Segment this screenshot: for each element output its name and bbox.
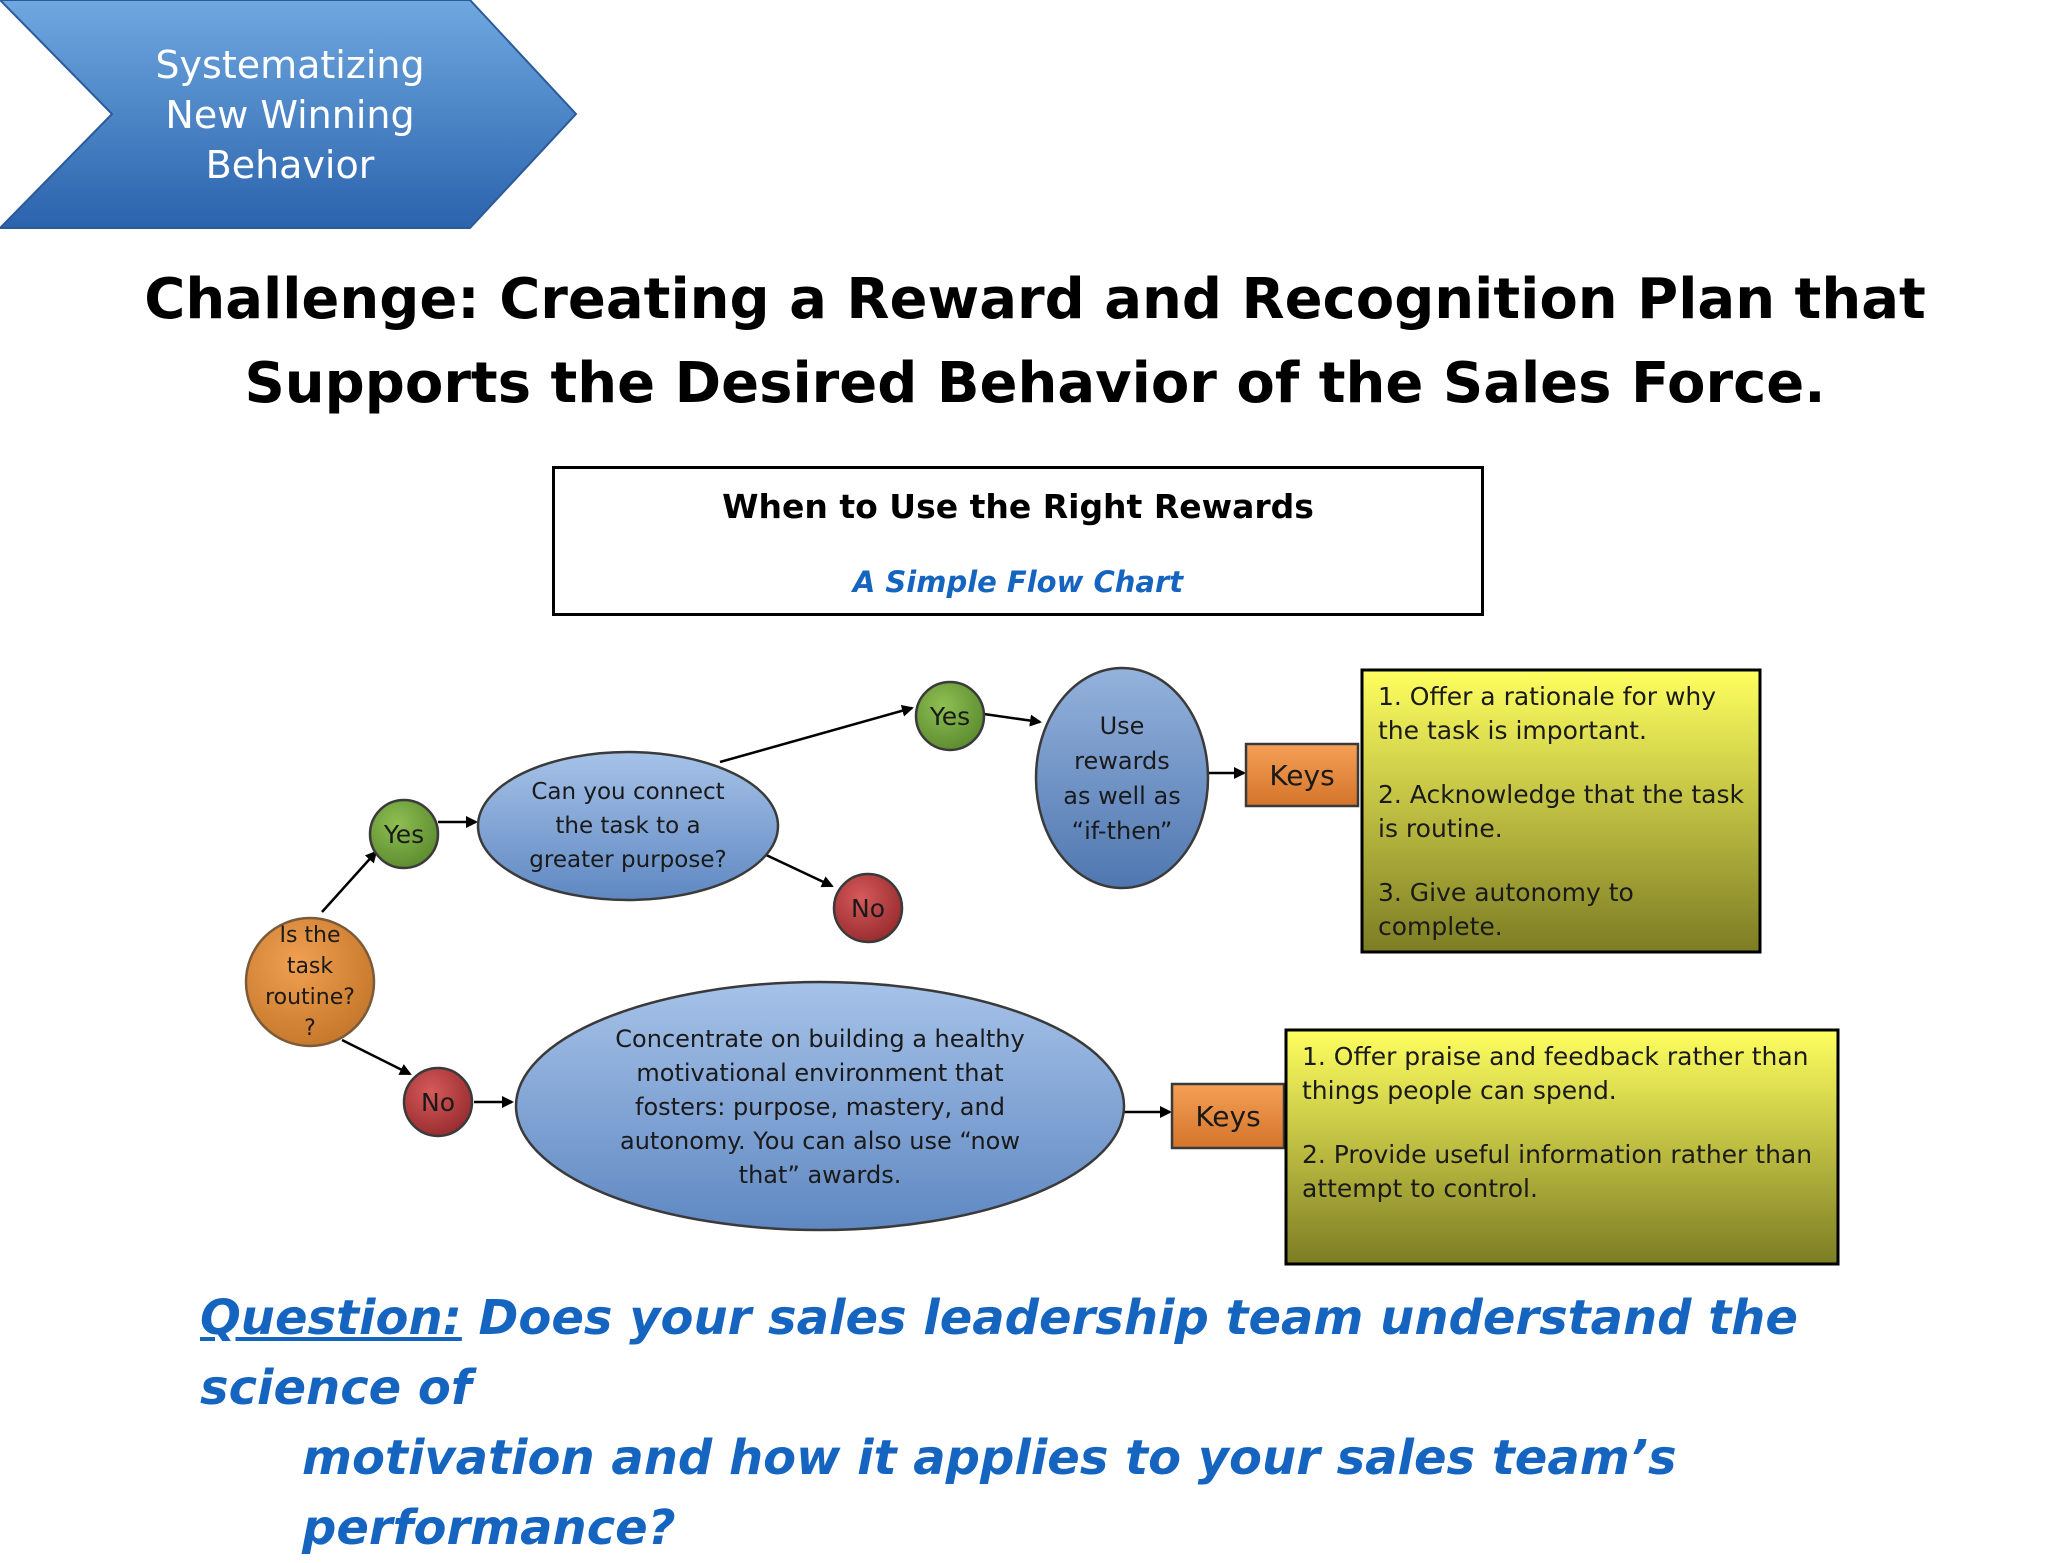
no-node-1 <box>832 872 904 944</box>
keys-note-2 <box>1284 1028 1840 1266</box>
question-text: Question: Does your sales leadership tea… <box>200 1283 1900 1563</box>
connect-node <box>476 750 780 902</box>
question-line-1: Question: Does your sales leadership tea… <box>200 1283 1900 1423</box>
keys-2-list: 1. Offer praise and feedback rather than… <box>1302 1040 1822 1236</box>
arrow-start-to-no <box>341 1038 412 1076</box>
use-rewards-label: Use rewards as well as “if-then” <box>1063 712 1181 845</box>
banner-text: Systematizing New Winning Behavior <box>110 40 470 190</box>
start-node <box>244 916 376 1048</box>
chart-header-box: When to Use the Right Rewards A Simple F… <box>552 466 1484 616</box>
keys-1-label: Keys <box>1269 758 1335 792</box>
question-line-1-text: Does your sales leadership team understa… <box>200 1290 1798 1416</box>
keys-box-2 <box>1170 1082 1286 1150</box>
arrow-start-to-yes <box>321 850 378 913</box>
no-node-2-label: No <box>421 1087 455 1117</box>
concentrate-label: Concentrate on building a healthy motiva… <box>615 1025 1025 1189</box>
keys-2-item-2: 2. Provide useful information rather tha… <box>1302 1140 1813 1203</box>
banner-arrow <box>0 0 578 229</box>
banner-line-2: New Winning <box>165 93 415 137</box>
title-line-1: Challenge: Creating a Reward and Recogni… <box>144 267 1926 332</box>
question-line-2: motivation and how it applies to your sa… <box>200 1423 1900 1563</box>
no-node-1-label: No <box>851 893 885 923</box>
keys-note-1 <box>1360 668 1762 954</box>
arrow-connect-to-yes <box>719 704 914 764</box>
banner-line-3: Behavior <box>205 143 375 187</box>
chart-box-subtitle: A Simple Flow Chart <box>852 565 1184 599</box>
start-node-label: Is the task routine? ? <box>265 923 355 1041</box>
keys-box-1 <box>1244 742 1360 808</box>
yes-node-1 <box>368 798 440 870</box>
yes-node-2-label: Yes <box>929 701 971 731</box>
arrow-yes-to-rewards <box>983 712 1042 727</box>
question-label: Question: <box>200 1290 462 1346</box>
no-node-2 <box>402 1066 474 1138</box>
keys-2-item-1: 1. Offer praise and feedback rather than… <box>1302 1042 1809 1105</box>
use-rewards-node <box>1034 666 1210 890</box>
page-title: Challenge: Creating a Reward and Recogni… <box>100 258 1970 426</box>
concentrate-node <box>514 980 1126 1232</box>
title-line-2: Supports the Desired Behavior of the Sal… <box>244 351 1826 416</box>
keys-1-list: 1. Offer a rationale for why the task is… <box>1378 680 1748 974</box>
yes-node-2 <box>914 680 986 752</box>
connect-node-label: Can you connect the task to a greater pu… <box>529 779 727 873</box>
chart-box-title: When to Use the Right Rewards <box>722 487 1314 526</box>
keys-1-item-2: 2. Acknowledge that the task is routine. <box>1378 780 1744 843</box>
yes-node-1-label: Yes <box>383 819 425 849</box>
keys-2-label: Keys <box>1195 1099 1261 1133</box>
arrow-connect-to-no <box>763 852 834 888</box>
keys-1-item-3: 3. Give autonomy to complete. <box>1378 878 1634 941</box>
keys-1-item-1: 1. Offer a rationale for why the task is… <box>1378 682 1717 745</box>
banner-line-1: Systematizing <box>155 43 425 87</box>
question-line-2-text: motivation and how it applies to your sa… <box>302 1430 1677 1556</box>
